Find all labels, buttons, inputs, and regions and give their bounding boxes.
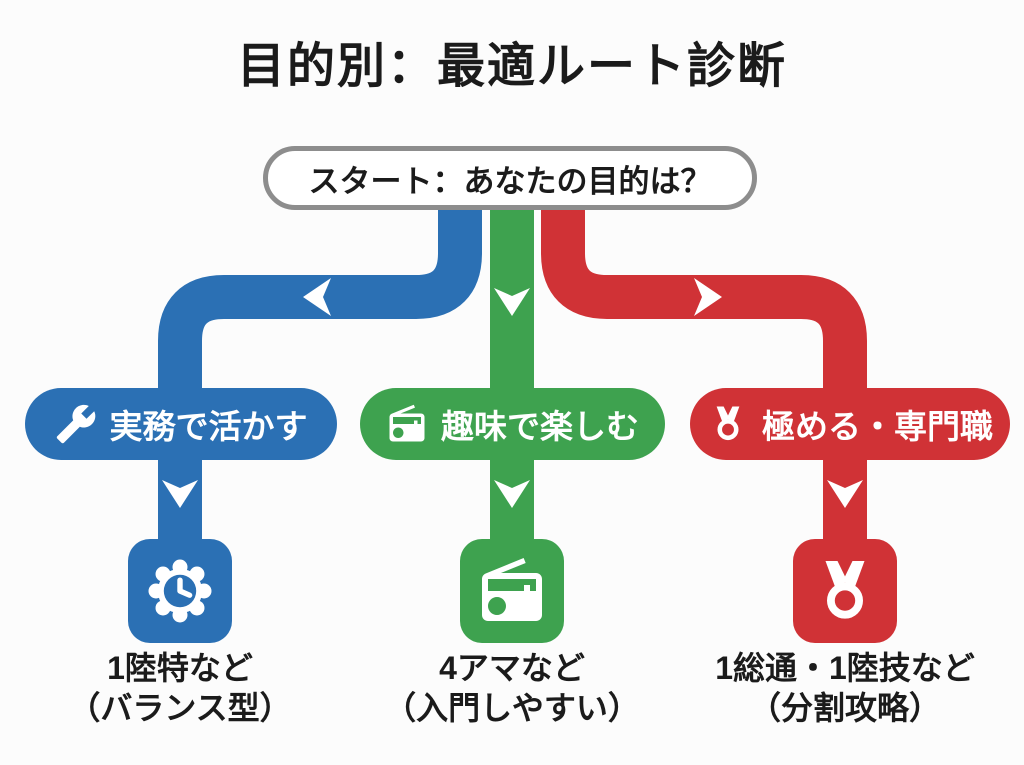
connector-practical (158, 198, 482, 545)
result-label-practical: 1陸特など （バランス型） (0, 648, 360, 728)
arrow-down-icon (162, 480, 198, 508)
arrow-down-icon (827, 480, 863, 508)
result-label-hobby: 4アマなど （入門しやすい） (332, 648, 692, 728)
result-subtitle: （分割攻略） (748, 690, 941, 726)
arrow-down-icon (494, 480, 530, 508)
branch-pill-label: 趣味で楽しむ (441, 408, 639, 445)
result-label-professional: 1総通・1陸技など （分割攻略） (665, 648, 1024, 728)
radio-icon (460, 539, 564, 643)
arrow-down-icon (494, 288, 530, 316)
clock-badge-icon (128, 539, 232, 643)
result-title: 1陸特など (107, 650, 253, 686)
branch-pill-label: 実務で活かす (109, 408, 308, 445)
result-title: 4アマなど (439, 650, 585, 686)
branch-pill-professional: 極める・専門職 (690, 388, 1010, 460)
medal-icon (707, 403, 749, 445)
arrow-right-icon (694, 278, 722, 316)
wrench-icon (55, 403, 97, 445)
branch-pill-label: 極める・専門職 (762, 408, 993, 445)
branch-pill-hobby: 趣味で楽しむ (360, 388, 665, 460)
medal-icon (793, 539, 897, 643)
result-subtitle: （バランス型） (68, 690, 292, 726)
start-node-label: スタート：あなたの目的は？ (308, 163, 712, 199)
radio-icon (386, 403, 428, 445)
result-title: 1総通・1陸技など (715, 650, 975, 686)
page-title: 目的別：最適ルート診断 (236, 40, 787, 93)
arrow-left-icon (303, 278, 331, 316)
branch-pill-practical: 実務で活かす (25, 388, 337, 460)
start-node: スタート：あなたの目的は？ (263, 146, 757, 210)
connector-professional (541, 198, 867, 545)
result-subtitle: （入門しやすい） (384, 690, 640, 726)
